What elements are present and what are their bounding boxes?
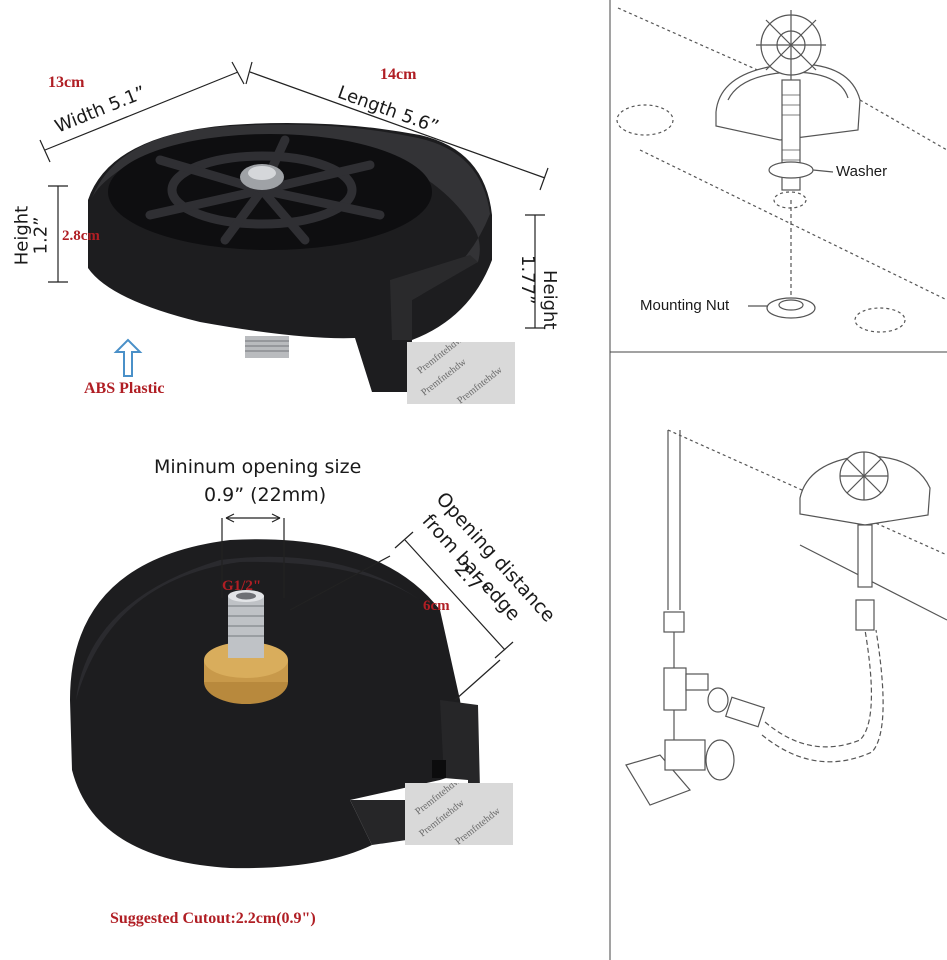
thread-label: G1/2" — [222, 578, 262, 594]
length-cm-label: 14cm — [380, 66, 417, 83]
opening-size-dimension — [221, 513, 285, 598]
material-label: ABS Plastic — [84, 380, 165, 397]
washer-label: Washer — [836, 163, 888, 180]
plumbing-diagram — [625, 429, 947, 806]
rinser-notch — [390, 255, 478, 340]
left-height-value: 1.2” — [30, 216, 52, 255]
right-height-dimension — [525, 214, 545, 329]
rinser-base-bottom — [70, 539, 470, 869]
opening-distance-cm: 6cm — [423, 598, 450, 614]
watermark-top: Premfntehdw Premfntehdw Premfntehdw — [407, 342, 515, 404]
top-product-view — [39, 61, 549, 392]
opening-size-value: 0.9” (22mm) — [204, 484, 327, 506]
width-cm-label: 13cm — [48, 74, 85, 91]
assembly-diagram — [616, 7, 947, 333]
mounting-nut-label: Mounting Nut — [640, 297, 730, 314]
opening-distance-dimension — [289, 531, 514, 701]
width-dimension — [39, 61, 245, 163]
length-dimension — [245, 61, 549, 191]
material-arrow — [113, 338, 143, 377]
left-height-cm: 2.8cm — [62, 228, 100, 244]
threaded-stem — [245, 336, 289, 358]
left-height-label: Height — [11, 205, 33, 266]
spray-wheel — [145, 135, 385, 245]
right-height-value: 1.77” — [517, 255, 538, 305]
right-height-label: Height — [539, 270, 560, 330]
opening-size-title: Mininum opening size — [154, 456, 362, 478]
suggested-cutout: Suggested Cutout:2.2cm(0.9") — [110, 910, 316, 927]
watermark-bottom: Premfntehdw Premfntehdw Premfntehdw — [405, 783, 513, 845]
left-height-dimension — [48, 185, 68, 283]
